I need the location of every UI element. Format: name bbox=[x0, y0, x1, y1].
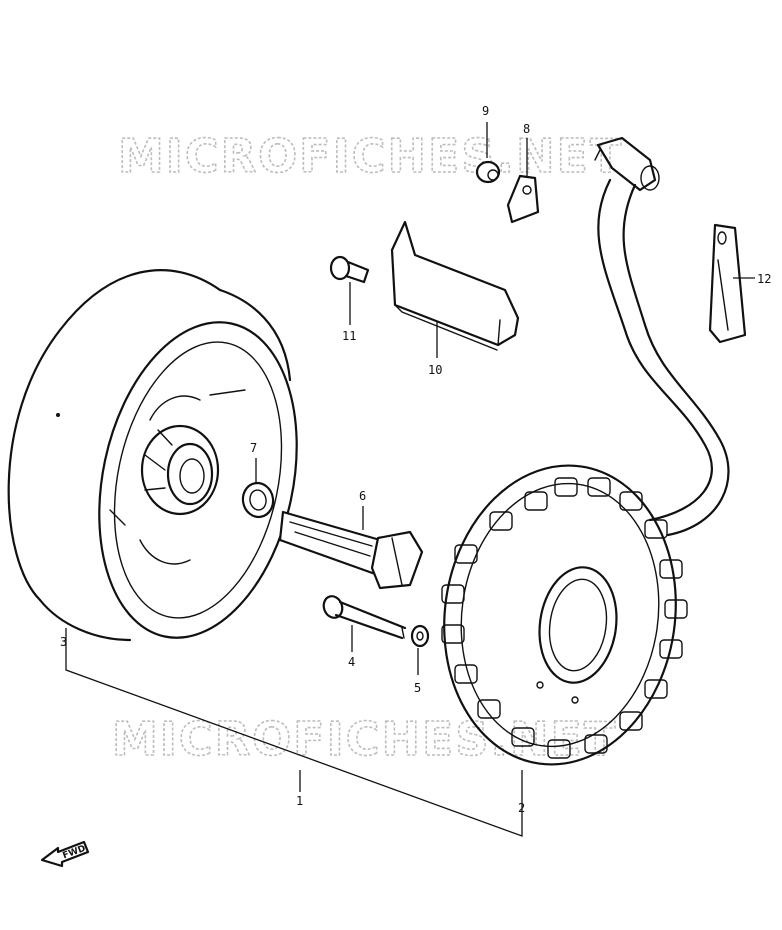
watermark-top: MICROFICHES.NET bbox=[118, 129, 623, 183]
front-arrow-label: FWD bbox=[61, 844, 87, 861]
callout-2: 2 bbox=[518, 801, 525, 815]
callout-11: 11 bbox=[342, 329, 356, 343]
woodruff-key bbox=[241, 481, 275, 519]
callout-4: 4 bbox=[348, 655, 355, 669]
callout-9: 9 bbox=[482, 104, 489, 118]
wire-cover-plate bbox=[390, 220, 520, 351]
stator-screw bbox=[322, 595, 407, 640]
watermark-bottom: MICROFICHES.NET bbox=[112, 712, 617, 766]
callout-5: 5 bbox=[414, 681, 421, 695]
stator-coil bbox=[441, 464, 688, 766]
front-direction-arrow: FWD bbox=[40, 840, 90, 868]
washer bbox=[410, 624, 430, 648]
leader-lines bbox=[65, 122, 755, 837]
callout-1: 1 bbox=[296, 794, 303, 808]
cover-bolt bbox=[329, 255, 370, 284]
callout-10: 10 bbox=[428, 363, 442, 377]
wire-clamp bbox=[506, 174, 540, 224]
callout-3: 3 bbox=[60, 635, 67, 649]
callout-12: 12 bbox=[757, 272, 771, 286]
flywheel-rotor bbox=[7, 269, 298, 642]
callout-6: 6 bbox=[359, 489, 366, 503]
wire-guide-clamp bbox=[708, 223, 747, 344]
stator-wire-harness bbox=[594, 136, 730, 537]
nut bbox=[475, 160, 501, 184]
callout-8: 8 bbox=[523, 122, 530, 136]
callout-7: 7 bbox=[250, 441, 257, 455]
rotor-bolt bbox=[278, 510, 424, 590]
